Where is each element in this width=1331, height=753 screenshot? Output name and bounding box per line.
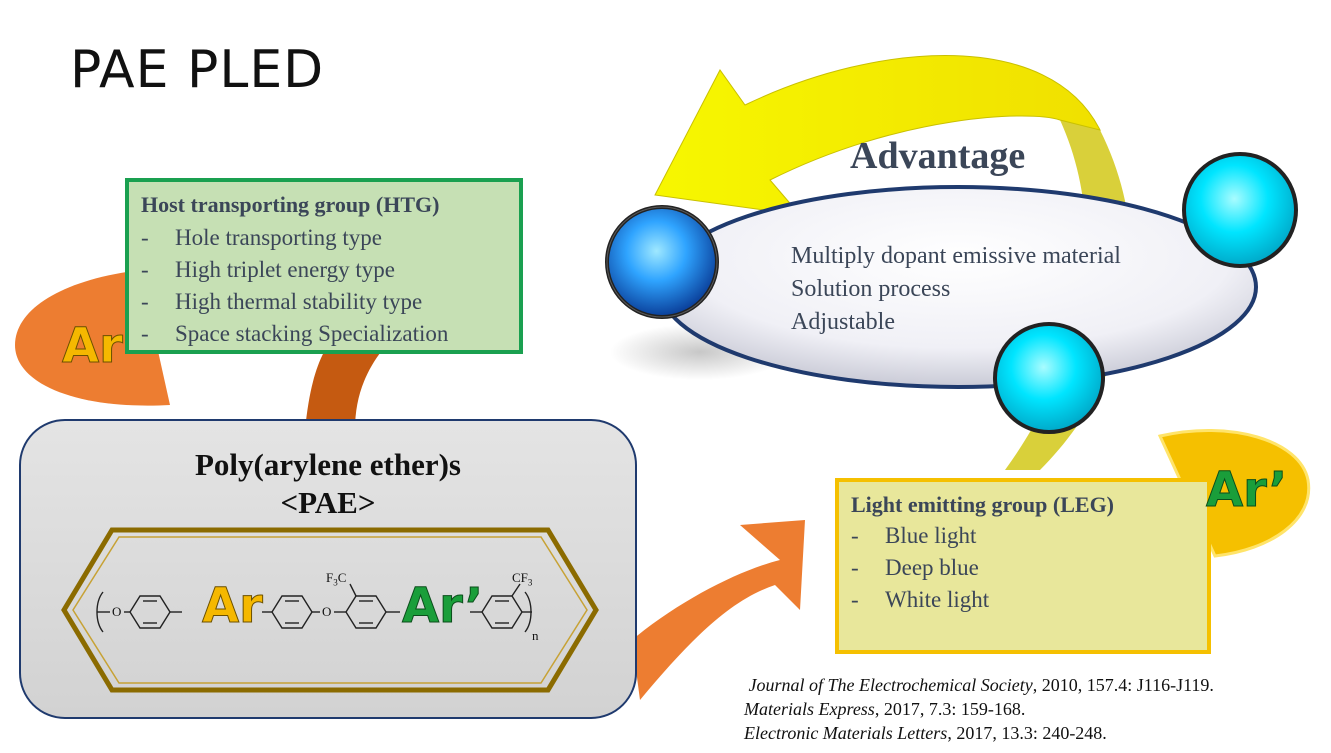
leg-item: -White light <box>851 587 990 612</box>
orange-curved-arrow <box>632 520 805 700</box>
advantage-heading: Advantage <box>850 135 1026 177</box>
yellow-curved-arrow <box>654 54 1101 216</box>
htg-item: -Space stacking Specialization <box>141 321 449 346</box>
htg-item: -Hole transporting type <box>141 225 382 250</box>
advantage-list: Multiply dopant emissive material Soluti… <box>791 240 1121 339</box>
reference-item: Materials Express, 2017, 7.3: 159-168. <box>744 699 1026 719</box>
ar-left-label: Ar <box>62 318 124 375</box>
slide-title: PAE PLED <box>70 40 325 100</box>
blue-emission-dot <box>605 205 719 319</box>
advantage-item: Adjustable <box>791 309 895 335</box>
f3c-group: F3C <box>326 570 347 588</box>
cyan-emission-dot-bottom <box>993 322 1105 434</box>
htg-item: -High thermal stability type <box>141 289 423 314</box>
reference-item: Journal of The Electrochemical Society, … <box>748 675 1214 695</box>
structure-hexagon <box>61 527 599 693</box>
brown-stem <box>305 330 400 430</box>
references: Journal of The Electrochemical Society, … <box>744 673 1214 745</box>
htg-item: -High triplet energy type <box>141 257 395 282</box>
pae-box <box>19 419 637 719</box>
leg-box: Light emitting group (LEG) -Blue light -… <box>835 478 1211 654</box>
advantage-item: Multiply dopant emissive material <box>791 243 1121 269</box>
pae-abbr: <PAE> <box>280 485 376 520</box>
ar-right-shape <box>1157 429 1311 558</box>
advantage-item: Solution process <box>791 276 951 302</box>
pae-title: Poly(arylene ether)s <PAE> <box>20 446 636 522</box>
leg-item: -Deep blue <box>851 555 979 580</box>
pae-name: Poly(arylene ether)s <box>195 447 461 482</box>
ar-chain-label: Ar <box>202 578 264 635</box>
reference-item: Electronic Materials Letters, 2017, 13.3… <box>744 723 1107 743</box>
ar-prime-right-label: Ar’ <box>1205 462 1288 519</box>
cf3-group: CF3 <box>512 570 533 588</box>
cyan-emission-dot-top <box>1182 152 1298 268</box>
repeat-unit-n: n <box>532 628 539 643</box>
chemical-structure <box>96 583 532 633</box>
oxygen-2: O <box>322 604 332 619</box>
leg-heading: Light emitting group (LEG) <box>851 492 1115 517</box>
ar-prime-chain-label: Ar’ <box>401 578 484 635</box>
leg-item: -Blue light <box>851 523 977 548</box>
htg-box: Host transporting group (HTG) -Hole tran… <box>125 178 523 354</box>
htg-heading: Host transporting group (HTG) <box>141 192 440 217</box>
oxygen-1: O <box>112 604 122 619</box>
